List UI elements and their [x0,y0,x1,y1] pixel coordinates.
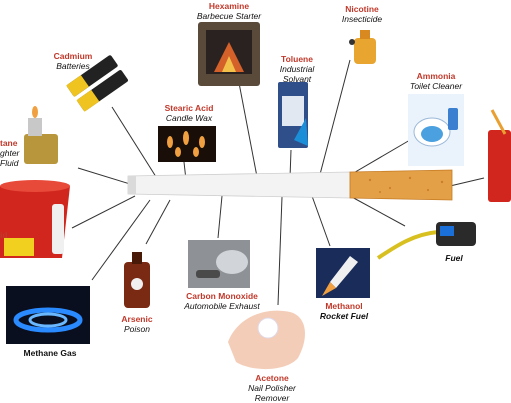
acid-name: id [0,230,8,240]
toluene-use: Industrial Solvant [279,64,315,84]
acetone-name: Acetone [255,373,289,383]
butane-use: ghter Fluid [0,148,20,168]
nicotine-name: Nicotine [345,4,379,14]
label-butane: tane ghter Fluid [0,138,22,168]
label-methane: Methane Gas [14,348,86,358]
arsenic-use: Poison [124,324,150,334]
rocket-fuel-image [316,248,370,298]
leader-lines [71,59,485,306]
industrial-solvant-image [278,82,308,148]
label-hexamine: Hexamine Barbecue Starter [184,1,274,21]
label-methanol: Methanol Rocket Fuel [312,301,376,321]
hexamine-name: Hexamine [208,1,250,11]
hexamine-use: Barbecue Starter [196,11,262,21]
toluene-name: Toluene [281,54,313,64]
automobile-exhaust-image [188,240,250,288]
label-acid: id [0,230,14,240]
red-container-image [488,109,511,202]
acid-image [0,180,70,258]
cigarette [127,169,453,201]
lighter-fluid-image [24,106,58,164]
nail-polisher-remover-image [228,310,305,370]
stearic-use: Candle Wax [165,113,213,123]
carbon-name: Carbon Monoxide [186,291,258,301]
label-toluene: Toluene Industrial Solvant [268,54,326,84]
methane-use: Methane Gas [23,348,77,358]
label-carbon-monoxide: Carbon Monoxide Automobile Exhaust [176,291,268,311]
cadmium-name: Cadmium [53,51,93,61]
poison-image [124,252,150,308]
barbecue-starter-image [198,22,260,86]
methanol-name: Methanol [325,301,363,311]
toilet-cleaner-image [408,94,464,166]
ammonia-use: Toilet Cleaner [409,81,463,91]
butane-name: tane [0,138,18,148]
label-cadmium: Cadmium Batteries [44,51,102,71]
ammonia-name: Ammonia [416,71,456,81]
carbon-use: Automobile Exhaust [184,301,260,311]
methanol-use: Rocket Fuel [319,311,369,321]
label-acetone: Acetone Nail Polisher Remover [232,373,312,403]
label-fuel: Fuel [436,253,472,263]
label-arsenic: Arsenic Poison [114,314,160,334]
label-nicotine: Nicotine Insecticide [330,4,394,24]
candle-wax-image [158,126,216,162]
insecticide-image [349,30,376,64]
fuel-nozzle-image [376,222,476,260]
label-ammonia: Ammonia Toilet Cleaner [400,71,472,91]
batteries-image [66,55,128,112]
stearic-name: Stearic Acid [164,103,214,113]
fuel-use: Fuel [445,253,463,263]
methane-gas-image [6,286,90,344]
nicotine-use: Insecticide [341,14,383,24]
cadmium-use: Batteries [56,61,90,71]
label-stearic-acid: Stearic Acid Candle Wax [154,103,224,123]
acetone-use: Nail Polisher Remover [248,383,296,403]
arsenic-name: Arsenic [121,314,153,324]
